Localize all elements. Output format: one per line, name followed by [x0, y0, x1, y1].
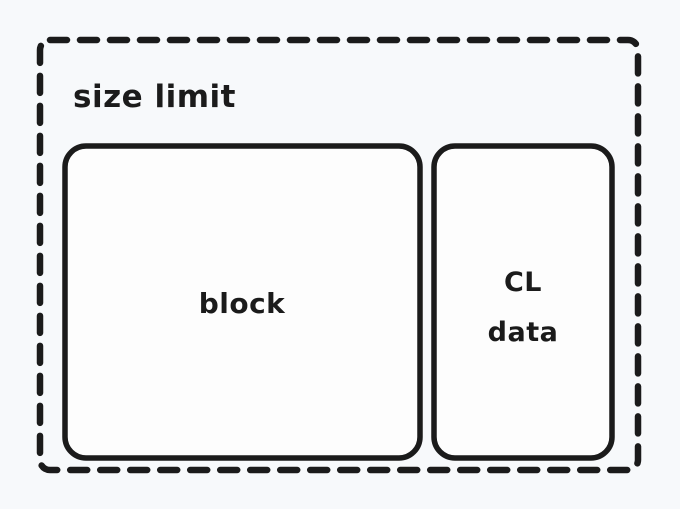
block-box[interactable] — [62, 143, 423, 461]
cl-data-box-label-line2: data — [488, 317, 559, 348]
cl-data-box[interactable] — [431, 143, 615, 461]
size-limit-container-box[interactable] — [36, 36, 642, 474]
cl-data-box-label-line1: CL — [504, 267, 542, 298]
block-box-label: block — [199, 287, 286, 320]
size-limit-label: size limit — [73, 79, 236, 115]
